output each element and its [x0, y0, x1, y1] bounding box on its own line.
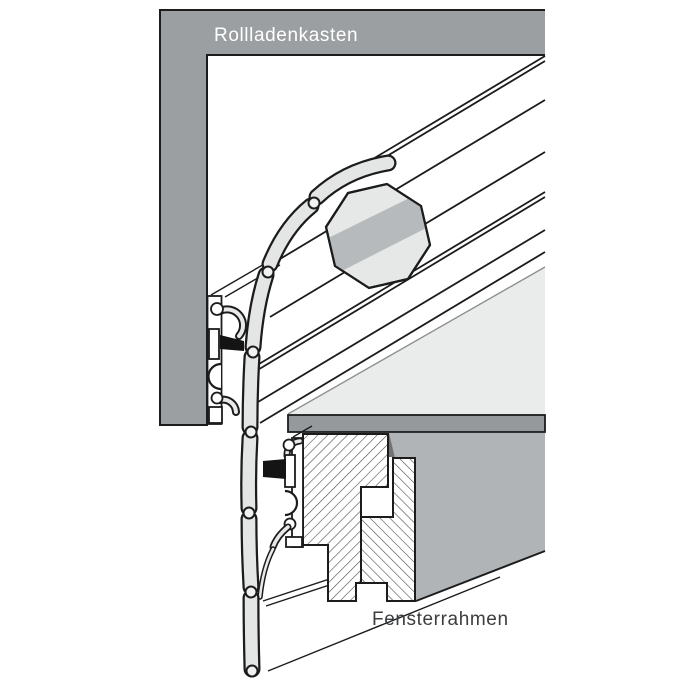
board-front-edge: [287, 414, 546, 433]
frame-side-face: [389, 433, 546, 602]
label-fensterrahmen: Fensterrahmen: [372, 609, 509, 630]
rail-c-channel: [207, 362, 222, 391]
window-board: [287, 266, 546, 433]
rail-knob: [210, 302, 224, 316]
window-frame-section: [302, 433, 416, 602]
rolled-curtain-lines: [253, 55, 546, 424]
brush-seal-lower: [263, 459, 286, 479]
slat-pins: [242, 196, 321, 678]
sash-profile-hatch: [360, 457, 416, 602]
brush-seal-upper: [220, 335, 244, 351]
frame-profile-hatch: [302, 433, 389, 602]
rail-c-channel-lower: [284, 489, 299, 517]
octagonal-shaft: [324, 182, 432, 290]
upper-guide-rail: [206, 262, 281, 425]
shutter-slats-chain: [240, 154, 397, 678]
lower-guide-rail: [257, 425, 313, 600]
rollladen-box-frame: [159, 9, 545, 426]
shaft-highlight-band: [326, 184, 430, 279]
label-rollladenkasten: Rollladenkasten: [214, 25, 358, 46]
